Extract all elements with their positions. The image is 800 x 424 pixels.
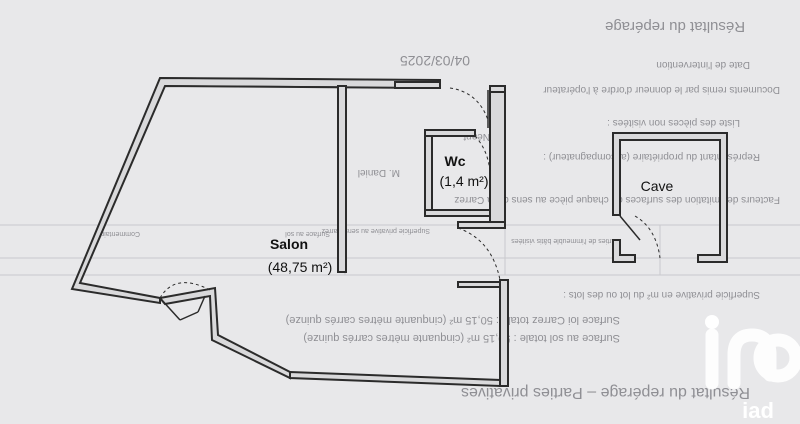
bg-date: 04/03/2025 (400, 53, 470, 69)
cave-walls (612, 132, 728, 263)
bg-table-header-1: Parties de l'immeuble bâtis visitées (511, 237, 620, 244)
logo-o-stroke (753, 333, 800, 383)
logo-i-dot (705, 315, 719, 329)
bg-title: Résultat du repérage (605, 18, 745, 35)
corridor-door-swing (457, 227, 501, 281)
door-arcs (159, 87, 501, 299)
background-table-grid (0, 224, 800, 276)
cave-door-leaf (619, 215, 641, 241)
wc-door-swing (474, 135, 491, 173)
bg-table-header-3: Surface au sol (285, 230, 330, 237)
salon-walls (70, 76, 509, 388)
background-document: Résultat du repérage 04/03/2025 Date de … (94, 18, 780, 401)
bg-line-5: Représentant du propriétaire (accompagna… (543, 151, 760, 162)
bg-footer: Résultat du repérage – Parties privative… (461, 384, 750, 401)
iad-logo (705, 328, 800, 390)
top-door-swing (449, 87, 489, 121)
cave-name: Cave (641, 178, 674, 194)
salon-wall-outline (159, 77, 441, 88)
entrance-door-swing (159, 282, 211, 299)
bg-line-6: M. Daniel (358, 167, 400, 178)
bg-line-4: Néant (463, 131, 490, 142)
bg-total-sol: Surface au sol totale : 50,15 m² (cinqua… (303, 332, 620, 344)
bg-line-2: Documents remis par le donneur d'ordre à… (543, 84, 780, 95)
bg-line-8: Superficie privative en m² du lot ou des… (563, 289, 760, 300)
logo-brand-text: iad (742, 398, 774, 423)
bg-total-carrez: Surface loi Carrez totale : 50,15 m² (ci… (286, 314, 620, 326)
salon-area: (48,75 m²) (268, 259, 333, 275)
salon-name: Salon (270, 236, 308, 252)
bg-table-header-4: Commentaires (94, 230, 140, 237)
bg-line-3: Liste des pièces non visitées : (607, 117, 740, 128)
door-leaves (159, 90, 489, 321)
bg-table-header-2: Superficie privative au sens Carrez (321, 227, 430, 234)
wc-walls (424, 85, 506, 229)
bg-line-1: Date de l'intervention (656, 59, 750, 70)
wc-area: (1,4 m²) (440, 173, 489, 189)
wc-name: Wc (445, 153, 466, 169)
